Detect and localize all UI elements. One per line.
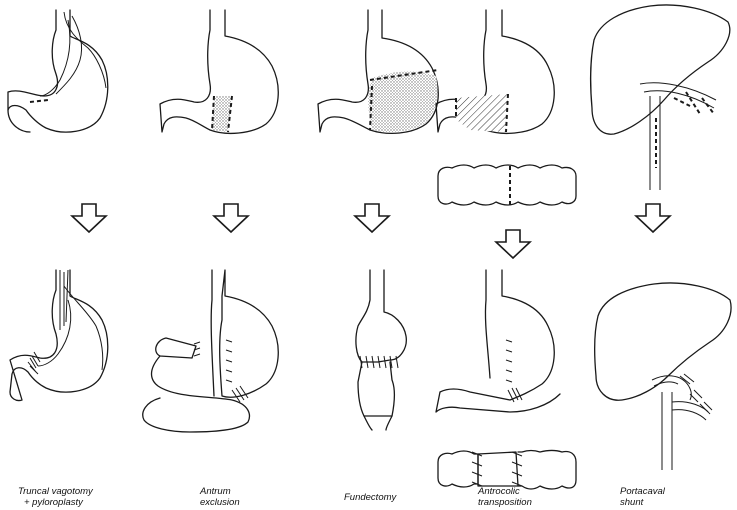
caption-line: Truncal vagotomy [18,486,93,497]
stomach-post-antrocolic [436,270,560,412]
caption-line: + pyloroplasty [18,497,93,508]
stomach-pre-antrocolic [436,10,554,133]
arrow-down-icon-2 [214,204,248,232]
caption-truncal-vagotomy: Truncal vagotomy + pyloroplasty [18,486,93,508]
caption-line: Antrum [200,486,240,497]
stomach-post-fundectomy [356,270,406,430]
colon-post [438,451,576,490]
caption-line: Portacaval [620,486,665,497]
caption-portacaval-shunt: Portacaval shunt [620,486,665,508]
caption-line: exclusion [200,497,240,508]
caption-antrum-exclusion: Antrum exclusion [200,486,240,508]
caption-line: Fundectomy [344,492,396,503]
caption-line: transposition [478,497,532,508]
arrow-down-icon-3 [355,204,389,232]
stomach-post-vagotomy [10,270,108,401]
liver-pre [591,5,730,190]
stomach-post-antrum [143,270,278,432]
stomach-pre-vagotomy [8,10,108,132]
colon-pre [438,165,576,206]
arrow-down-icon-1 [72,204,106,232]
stomach-pre-fundectomy [318,10,438,133]
caption-fundectomy: Fundectomy [344,492,396,503]
arrow-down-icon-4 [496,230,530,258]
liver-post [595,283,731,470]
caption-antrocolic-transposition: Antrocolic transposition [478,486,532,508]
caption-line: Antrocolic [478,486,532,497]
arrow-down-icon-5 [636,204,670,232]
stomach-pre-antrum [160,10,278,133]
caption-line: shunt [620,497,665,508]
